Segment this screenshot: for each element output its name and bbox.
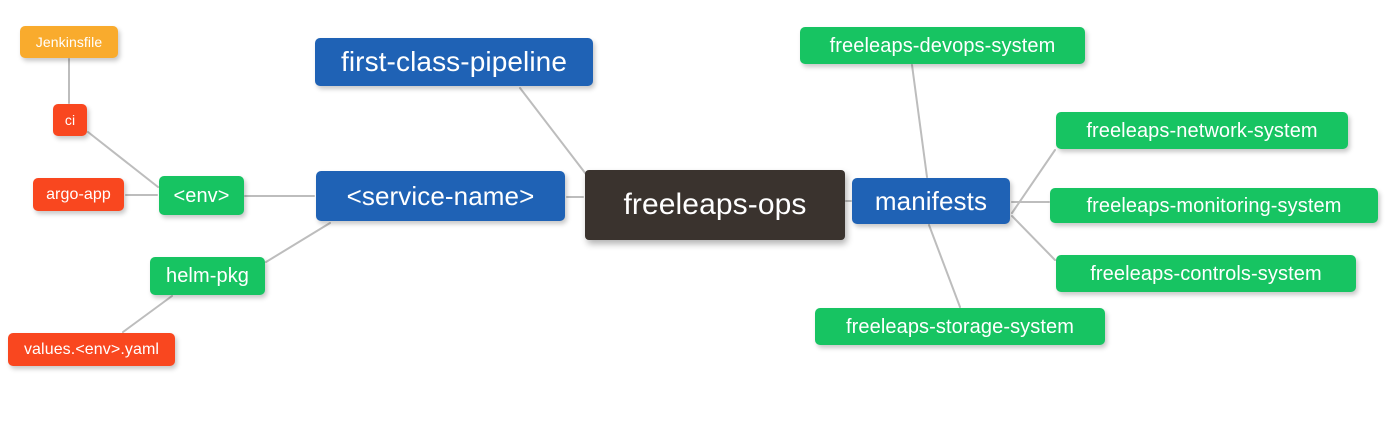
edge-helm_pkg-to-values_yaml	[122, 295, 173, 333]
edge-manifests-to-controls_system	[1011, 215, 1056, 261]
node-freeleaps-monitoring-system[interactable]: freeleaps-monitoring-system	[1050, 188, 1378, 223]
node-env[interactable]: <env>	[159, 176, 244, 215]
edge-root-to-first_class_pipeline	[519, 87, 593, 183]
node-helm-pkg[interactable]: helm-pkg	[150, 257, 265, 295]
node-freeleaps-devops-system[interactable]: freeleaps-devops-system	[800, 27, 1085, 64]
edge-manifests-to-storage_system	[928, 224, 961, 308]
node-ci[interactable]: ci	[53, 104, 87, 136]
edge-manifests-to-network_system	[1011, 149, 1056, 214]
node-label: values.<env>.yaml	[23, 340, 160, 358]
node-freeleaps-network-system[interactable]: freeleaps-network-system	[1056, 112, 1348, 149]
node-manifests[interactable]: manifests	[852, 178, 1010, 224]
node-jenkinsfile[interactable]: Jenkinsfile	[20, 26, 118, 58]
node-label: <env>	[173, 184, 230, 207]
node-label: freeleaps-controls-system	[1090, 262, 1322, 285]
node-label: helm-pkg	[165, 265, 250, 287]
edge-manifests-to-devops_system	[911, 64, 928, 178]
node-label: Jenkinsfile	[35, 34, 103, 50]
node-label: argo-app	[46, 185, 111, 203]
edge-service_name-to-helm_pkg	[265, 222, 331, 263]
node-label: first-class-pipeline	[340, 46, 568, 77]
node-freeleaps-storage-system[interactable]: freeleaps-storage-system	[815, 308, 1105, 345]
node-label: freeleaps-ops	[623, 188, 807, 221]
node-label: freeleaps-monitoring-system	[1086, 194, 1342, 217]
node-values-yaml[interactable]: values.<env>.yaml	[8, 333, 175, 366]
node-service-name[interactable]: <service-name>	[316, 171, 565, 221]
node-label: <service-name>	[346, 181, 535, 211]
node-label: freeleaps-devops-system	[829, 34, 1056, 57]
node-freeleaps-ops[interactable]: freeleaps-ops	[585, 170, 845, 240]
node-argo-app[interactable]: argo-app	[33, 178, 124, 211]
node-label: manifests	[874, 186, 988, 216]
node-label: ci	[64, 112, 76, 128]
node-label: freeleaps-storage-system	[845, 315, 1075, 338]
node-freeleaps-controls-system[interactable]: freeleaps-controls-system	[1056, 255, 1356, 292]
node-first-class-pipeline[interactable]: first-class-pipeline	[315, 38, 593, 86]
node-label: freeleaps-network-system	[1086, 119, 1318, 142]
